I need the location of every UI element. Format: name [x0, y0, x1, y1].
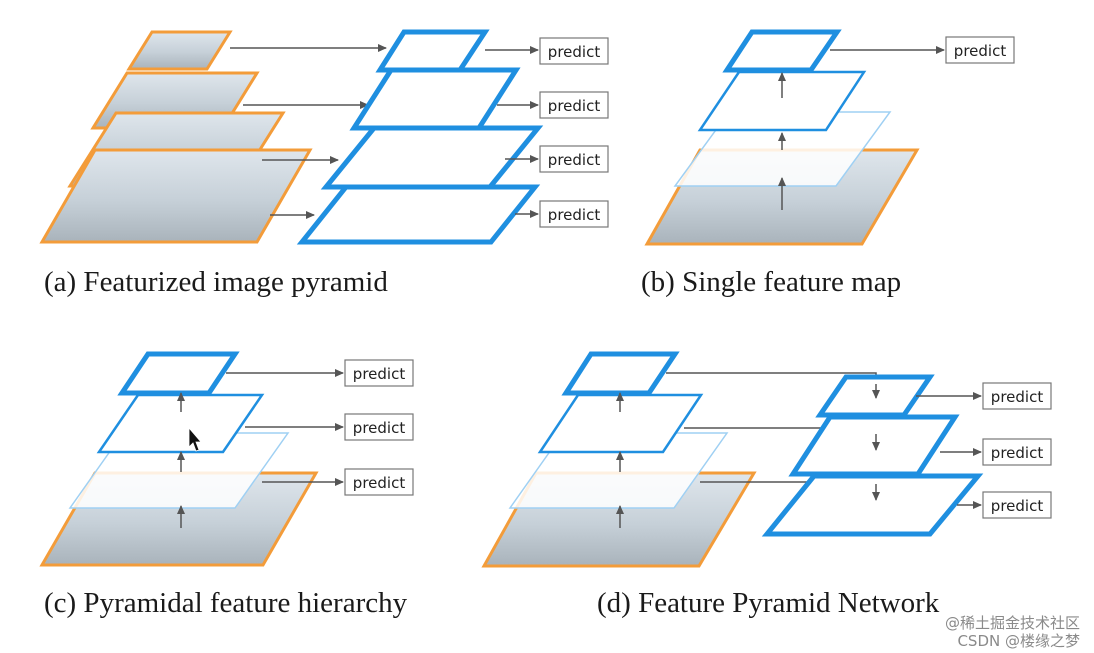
predict-label: predict: [548, 97, 601, 115]
predict-box: predict: [539, 91, 609, 119]
predict-box: predict: [539, 145, 609, 173]
feature-top: [722, 29, 842, 73]
feature-map-2: [349, 67, 521, 131]
caption-b: (b) Single feature map: [641, 266, 902, 298]
image-level-1: [126, 30, 233, 71]
feature-map-1: [375, 29, 490, 73]
predict-label: predict: [353, 365, 406, 383]
predict-label: predict: [548, 206, 601, 224]
panel-d: predict predict predict: [481, 351, 1052, 568]
image-level-4: [39, 148, 313, 244]
predict-box: predict: [344, 359, 414, 387]
feature-level: [96, 393, 265, 454]
panel-b: predict: [644, 29, 1015, 246]
feature-map-3: [320, 125, 544, 190]
feature-top: [117, 351, 240, 396]
predict-label: predict: [548, 43, 601, 61]
panel-a: predict predict predict predict: [39, 29, 609, 245]
predict-box: predict: [539, 200, 609, 228]
predict-box: predict: [982, 382, 1052, 410]
fpn-level-3: [761, 473, 984, 537]
caption-d: (d) Feature Pyramid Network: [597, 587, 940, 619]
feature-level: [697, 70, 867, 132]
predict-label: predict: [353, 474, 406, 492]
predict-box: predict: [344, 413, 414, 441]
predict-box: predict: [344, 468, 414, 496]
panel-c: predict predict predict: [39, 351, 414, 567]
fpn-level-1: [815, 374, 935, 418]
feature-top: [561, 351, 680, 396]
predict-label: predict: [991, 497, 1044, 515]
fpn-level-2: [788, 414, 960, 477]
mouse-cursor-icon: [188, 426, 202, 452]
predict-box: predict: [539, 37, 609, 65]
feature-map-4: [296, 184, 541, 245]
caption-c: (c) Pyramidal feature hierarchy: [44, 587, 408, 619]
predict-box: predict: [982, 491, 1052, 519]
watermark-line-1: @稀土掘金技术社区: [944, 614, 1080, 632]
watermark-line-2: CSDN @楼缘之梦: [957, 632, 1080, 650]
caption-a: (a) Featurized image pyramid: [44, 266, 388, 298]
predict-label: predict: [991, 444, 1044, 462]
feature-level: [537, 393, 704, 454]
predict-label: predict: [991, 388, 1044, 406]
predict-label: predict: [548, 151, 601, 169]
predict-label: predict: [353, 419, 406, 437]
predict-box: predict: [945, 36, 1015, 64]
predict-box: predict: [982, 438, 1052, 466]
predict-label: predict: [954, 42, 1007, 60]
